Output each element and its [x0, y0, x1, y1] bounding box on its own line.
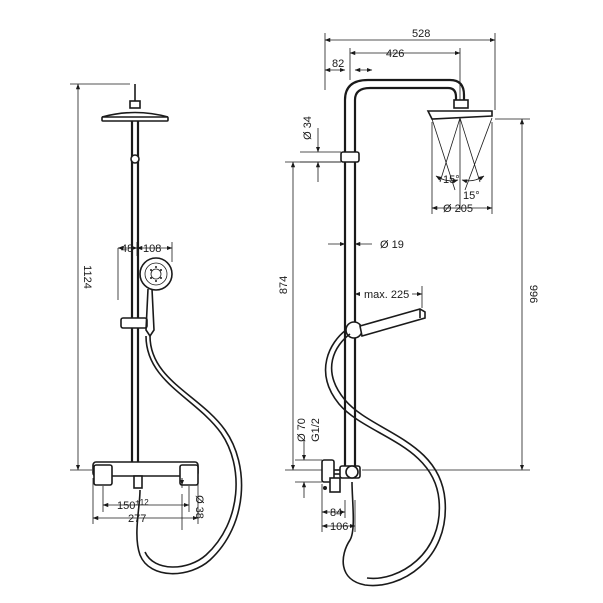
dim-label-d70: Ø 70 — [296, 418, 308, 442]
angle-label-left: 15° — [443, 174, 460, 186]
hand-shower-side — [345, 308, 426, 339]
dim-82: 82 — [324, 58, 373, 73]
dim-max225: max. 225 — [354, 286, 423, 308]
dim-label-277: 277 — [128, 513, 146, 525]
shower-hose-side — [330, 333, 447, 587]
dim-label-528: 528 — [412, 28, 430, 40]
thermostat-mixer-front — [92, 461, 199, 489]
dim-label-max225: max. 225 — [364, 289, 409, 301]
shower-arm — [343, 78, 469, 109]
dim-label-48: 48 — [121, 243, 133, 255]
dim-label-996: 996 — [527, 285, 539, 303]
angle-label-right: 15° — [463, 190, 480, 202]
dim-label-d38: Ø 38 — [193, 495, 205, 519]
dim-d34: Ø 34 — [300, 116, 341, 182]
dim-528: 528 — [324, 28, 496, 110]
dim-label-874: 874 — [278, 276, 290, 294]
overhead-shower-side — [426, 110, 493, 120]
dim-874: 874 — [278, 161, 341, 471]
dim-150: 150±12 — [102, 486, 190, 512]
front-view: 1124 48 108 150±12 277 — [70, 83, 243, 575]
dim-277: 277 — [92, 478, 199, 525]
riser-rail-front — [120, 121, 148, 465]
dim-label-d19: Ø 19 — [380, 239, 404, 251]
dim-label-82: 82 — [332, 58, 344, 70]
dim-label-150: 150±12 — [117, 498, 149, 512]
dim-48-108: 48 108 — [117, 242, 173, 300]
dim-d38: Ø 38 — [179, 478, 205, 530]
dim-label-106: 106 — [330, 521, 348, 533]
dim-label-426: 426 — [386, 48, 404, 60]
dim-label-108: 108 — [143, 243, 161, 255]
dim-426: 426 — [349, 48, 461, 100]
dim-1124: 1124 — [70, 83, 130, 471]
shower-hose-front — [136, 335, 243, 575]
dim-d205: Ø 205 — [431, 122, 493, 215]
dim-label-d205: Ø 205 — [443, 203, 473, 215]
dim-label-d34: Ø 34 — [302, 116, 314, 140]
dim-label-1124: 1124 — [81, 265, 93, 289]
spray-angle: 15° 15° — [431, 117, 493, 210]
hand-shower-front — [139, 257, 173, 338]
dim-d19: Ø 19 — [328, 239, 404, 251]
side-view: 15° 15° 528 — [278, 28, 539, 587]
dim-label-84: 84 — [330, 507, 342, 519]
dim-label-g12: G1/2 — [310, 418, 322, 442]
dim-d70-g12: Ø 70 G1/2 — [295, 418, 322, 498]
overhead-shower-front — [101, 84, 169, 122]
dim-84-106: 84 106 — [321, 484, 356, 533]
riser-rail-side — [340, 100, 360, 470]
dim-996: 996 — [362, 118, 539, 471]
mixer-connection-side — [321, 459, 361, 493]
